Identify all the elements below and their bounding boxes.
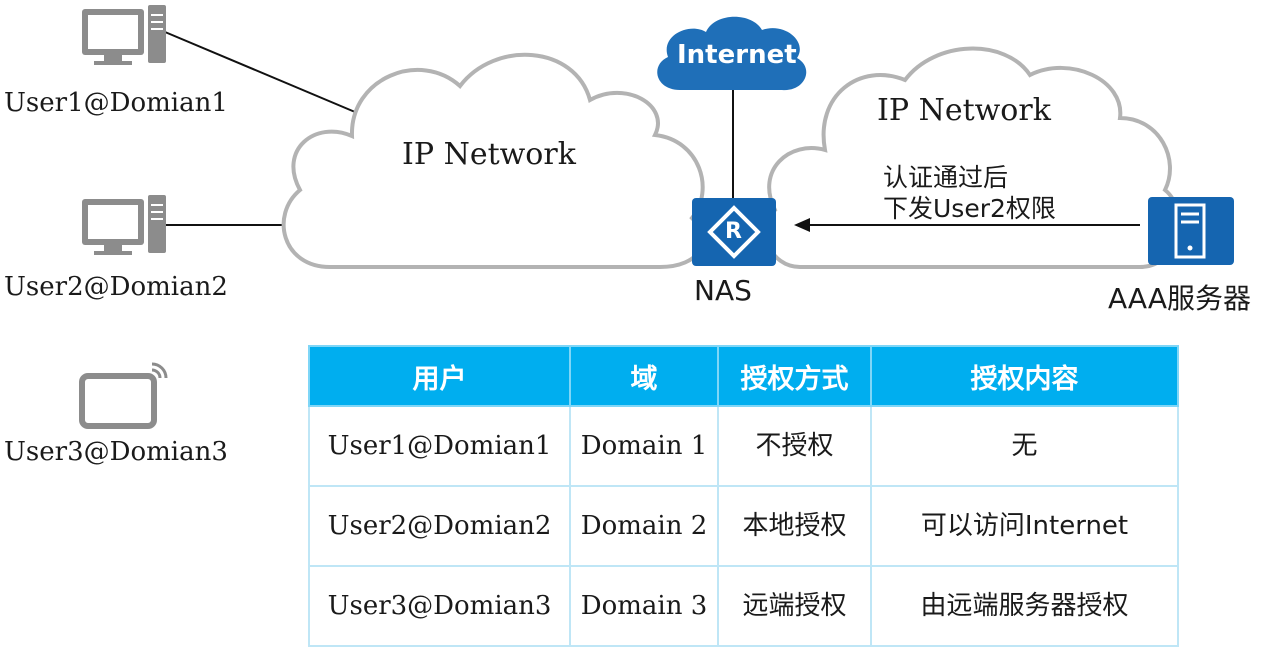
cell-auth-content: 由远端服务器授权 — [870, 565, 1179, 647]
right-ip-network-cloud — [763, 46, 1181, 269]
user3-label: User3@Domian3 — [4, 437, 228, 467]
cell-user: User3@Domian3 — [308, 565, 571, 647]
cell-domain: Domain 2 — [569, 485, 719, 567]
right-cloud-label: IP Network — [877, 93, 1051, 128]
authorization-table: 用户 域 授权方式 授权内容 User1@Domian1 Domain 1 不授… — [308, 345, 1179, 647]
header-auth-method: 授权方式 — [717, 345, 872, 407]
cell-user: User1@Domian1 — [308, 405, 571, 487]
aaa-server-label: AAA服务器 — [1108, 282, 1252, 315]
arrow-note-line2: 下发User2权限 — [883, 194, 1056, 223]
user3-tablet-icon — [79, 362, 168, 429]
cell-domain: Domain 1 — [569, 405, 719, 487]
internet-label: Internet — [677, 40, 797, 70]
cell-auth-method: 不授权 — [717, 405, 872, 487]
user2-label: User2@Domian2 — [4, 272, 228, 302]
user2-computer-icon — [82, 195, 166, 255]
left-cloud-label: IP Network — [402, 137, 576, 172]
cell-auth-content: 可以访问Internet — [870, 485, 1179, 567]
nas-icon-letter: R — [725, 219, 742, 244]
internet-cloud — [657, 16, 807, 91]
user1-label: User1@Domian1 — [4, 88, 228, 118]
table-row: User3@Domian3 Domain 3 远端授权 由远端服务器授权 — [308, 565, 1179, 647]
user1-computer-icon — [82, 5, 166, 65]
header-user: 用户 — [308, 345, 571, 407]
header-auth-content: 授权内容 — [870, 345, 1179, 407]
table-header-row: 用户 域 授权方式 授权内容 — [308, 345, 1179, 407]
link-user1-to-network — [164, 31, 356, 113]
authorization-arrow — [794, 218, 1140, 232]
cell-auth-content: 无 — [870, 405, 1179, 487]
arrow-note-line1: 认证通过后 — [883, 163, 1009, 192]
aaa-server-icon — [1148, 197, 1234, 265]
cell-auth-method: 远端授权 — [717, 565, 872, 647]
table-row: User1@Domian1 Domain 1 不授权 无 — [308, 405, 1179, 487]
nas-router-icon — [692, 198, 776, 266]
table-row: User2@Domian2 Domain 2 本地授权 可以访问Internet — [308, 485, 1179, 567]
cell-user: User2@Domian2 — [308, 485, 571, 567]
nas-label: NAS — [694, 274, 752, 307]
cell-auth-method: 本地授权 — [717, 485, 872, 567]
header-domain: 域 — [569, 345, 719, 407]
cell-domain: Domain 3 — [569, 565, 719, 647]
